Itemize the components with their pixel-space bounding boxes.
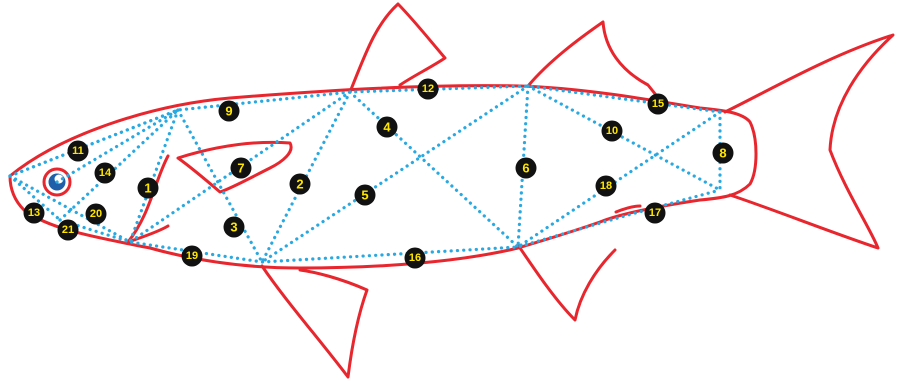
- truss-caudal-cross-b: [516, 110, 722, 249]
- landmark-11: 11: [67, 140, 89, 162]
- landmark-13: 13: [23, 202, 45, 224]
- landmark-15: 15: [647, 93, 669, 115]
- landmark-markers: 1 2 3 4 5 6 7 8: [23, 78, 734, 269]
- pelvic-fin-outline: [260, 264, 369, 379]
- truss-snout-jaw: [8, 174, 62, 222]
- landmark-7-label: 7: [237, 161, 244, 176]
- landmark-14: 14: [94, 162, 116, 184]
- landmark-9-label: 9: [225, 104, 232, 119]
- truss-caudal-cross-a: [526, 84, 722, 192]
- landmark-21-label: 21: [62, 224, 74, 236]
- landmark-6-label: 6: [522, 161, 529, 176]
- landmark-4-label: 4: [383, 120, 391, 135]
- landmark-8: 8: [712, 142, 734, 164]
- landmark-17: 17: [644, 202, 666, 224]
- landmark-19-label: 19: [186, 250, 198, 262]
- truss-body-cross-b: [260, 84, 530, 264]
- truss-network: [8, 84, 722, 264]
- landmark-20-label: 20: [90, 208, 102, 220]
- ventral-fin-outline: [614, 204, 642, 214]
- landmark-19: 19: [181, 245, 203, 267]
- fish-body-outline: [8, 84, 758, 270]
- landmark-5-label: 5: [361, 188, 368, 203]
- landmark-10-label: 10: [606, 125, 618, 137]
- landmark-7: 7: [230, 157, 252, 179]
- landmark-12: 12: [417, 78, 439, 100]
- landmark-21: 21: [57, 219, 79, 241]
- landmark-2-label: 2: [296, 177, 303, 192]
- truss-lower-profile: [8, 174, 722, 264]
- pectoral-fin-outline: [176, 140, 293, 194]
- truss-body-cross-a: [348, 90, 520, 249]
- landmark-14-label: 14: [99, 167, 112, 179]
- landmark-4: 4: [376, 116, 398, 138]
- landmark-1: 1: [137, 177, 159, 199]
- landmark-1-label: 1: [144, 181, 151, 196]
- landmark-17-label: 17: [649, 207, 661, 219]
- landmark-16: 16: [404, 247, 426, 269]
- landmark-18-label: 18: [600, 180, 612, 192]
- landmark-9: 9: [218, 100, 240, 122]
- operculum-outline: [126, 154, 170, 244]
- landmark-6: 6: [515, 157, 537, 179]
- landmark-3: 3: [223, 216, 245, 238]
- landmark-3-label: 3: [230, 220, 237, 235]
- truss-jaw-nape: [58, 108, 180, 222]
- truss-head-cross-a: [176, 108, 264, 264]
- dorsal-fin-outline: [348, 2, 447, 94]
- landmark-10: 10: [601, 120, 623, 142]
- caudal-fin-outline: [723, 33, 895, 250]
- landmark-11-label: 11: [72, 145, 84, 157]
- landmark-20: 20: [85, 203, 107, 225]
- truss-eye-nape: [55, 108, 180, 184]
- landmark-16-label: 16: [409, 252, 421, 264]
- landmark-13-label: 13: [28, 207, 40, 219]
- adipose-dorsal-fin-outline: [526, 20, 662, 102]
- truss-head-vertical: [128, 108, 180, 244]
- landmark-12-label: 12: [422, 83, 434, 95]
- landmark-2: 2: [289, 173, 311, 195]
- landmark-18: 18: [595, 175, 617, 197]
- landmark-8-label: 8: [719, 146, 726, 161]
- truss-snout-upper: [8, 108, 180, 178]
- landmark-15-label: 15: [652, 98, 664, 110]
- anal-fin-outline: [516, 243, 617, 322]
- landmark-5: 5: [354, 184, 376, 206]
